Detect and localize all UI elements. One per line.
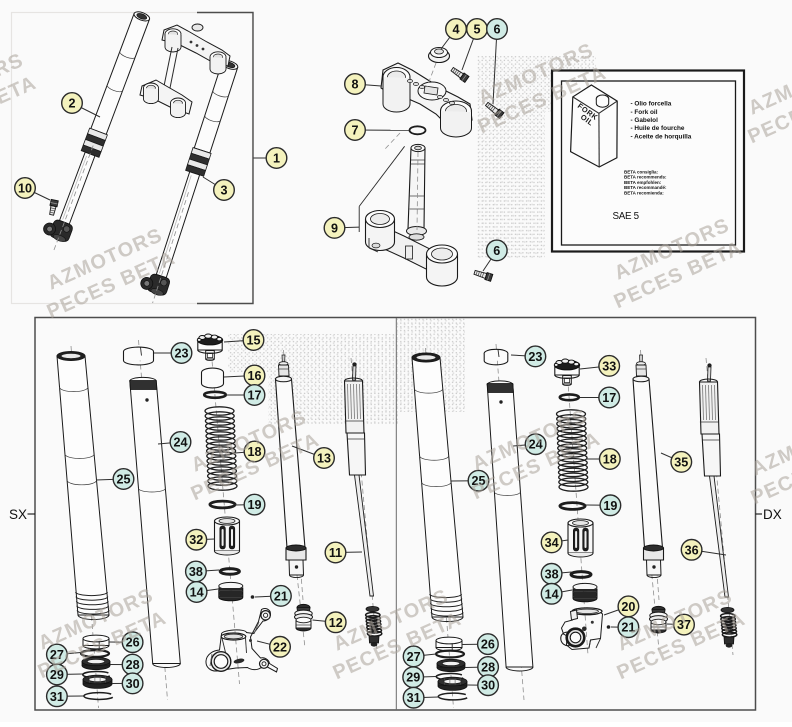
svg-text:6: 6 xyxy=(493,244,500,258)
svg-text:24: 24 xyxy=(173,436,187,450)
svg-text:18: 18 xyxy=(603,453,617,467)
svg-text:33: 33 xyxy=(602,359,616,373)
svg-text:15: 15 xyxy=(246,334,260,348)
svg-text:16: 16 xyxy=(247,369,261,383)
svg-text:10: 10 xyxy=(18,182,32,196)
svg-text:30: 30 xyxy=(481,679,495,693)
svg-text:28: 28 xyxy=(126,658,140,672)
svg-text:29: 29 xyxy=(406,671,420,685)
svg-text:4: 4 xyxy=(452,23,459,37)
svg-text:13: 13 xyxy=(317,452,331,466)
svg-text:2: 2 xyxy=(68,97,75,111)
svg-text:17: 17 xyxy=(602,391,616,405)
svg-text:BETA recomienda:: BETA recomienda: xyxy=(624,190,664,195)
svg-text:23: 23 xyxy=(174,347,188,361)
svg-text:- Aceite de horquilla: - Aceite de horquilla xyxy=(631,133,692,140)
svg-text:11: 11 xyxy=(329,546,342,560)
svg-text:22: 22 xyxy=(273,640,287,654)
svg-text:3: 3 xyxy=(220,184,227,198)
svg-text:31: 31 xyxy=(407,691,421,705)
svg-text:38: 38 xyxy=(189,565,203,579)
svg-text:DX: DX xyxy=(763,507,782,522)
svg-text:36: 36 xyxy=(685,543,699,557)
svg-text:5: 5 xyxy=(473,23,480,37)
svg-text:14: 14 xyxy=(545,587,559,601)
svg-text:20: 20 xyxy=(621,600,635,614)
svg-text:19: 19 xyxy=(247,498,261,512)
svg-text:- Olio forcella: - Olio forcella xyxy=(631,101,672,108)
svg-text:9: 9 xyxy=(331,221,338,235)
svg-text:1: 1 xyxy=(273,152,280,166)
svg-text:30: 30 xyxy=(126,677,140,691)
svg-text:12: 12 xyxy=(329,616,343,630)
svg-text:7: 7 xyxy=(351,124,358,138)
svg-text:25: 25 xyxy=(116,473,130,487)
svg-text:SX: SX xyxy=(9,507,27,522)
svg-text:34: 34 xyxy=(545,536,559,550)
svg-text:- Huile de fourche: - Huile de fourche xyxy=(631,125,685,132)
svg-text:19: 19 xyxy=(603,499,617,513)
svg-text:38: 38 xyxy=(545,567,559,581)
svg-text:35: 35 xyxy=(674,455,688,469)
svg-text:17: 17 xyxy=(247,389,261,403)
svg-text:32: 32 xyxy=(189,533,203,547)
svg-text:14: 14 xyxy=(190,586,204,600)
svg-text:28: 28 xyxy=(481,661,495,675)
svg-text:6: 6 xyxy=(493,23,500,37)
svg-text:26: 26 xyxy=(481,638,495,652)
svg-text:21: 21 xyxy=(274,589,288,603)
svg-text:8: 8 xyxy=(351,78,358,92)
svg-text:- Fork oil: - Fork oil xyxy=(631,109,658,116)
svg-text:- Gabelol: - Gabelol xyxy=(631,117,659,124)
svg-text:23: 23 xyxy=(528,350,542,364)
svg-text:31: 31 xyxy=(50,690,64,704)
svg-text:SAE 5: SAE 5 xyxy=(613,211,640,222)
